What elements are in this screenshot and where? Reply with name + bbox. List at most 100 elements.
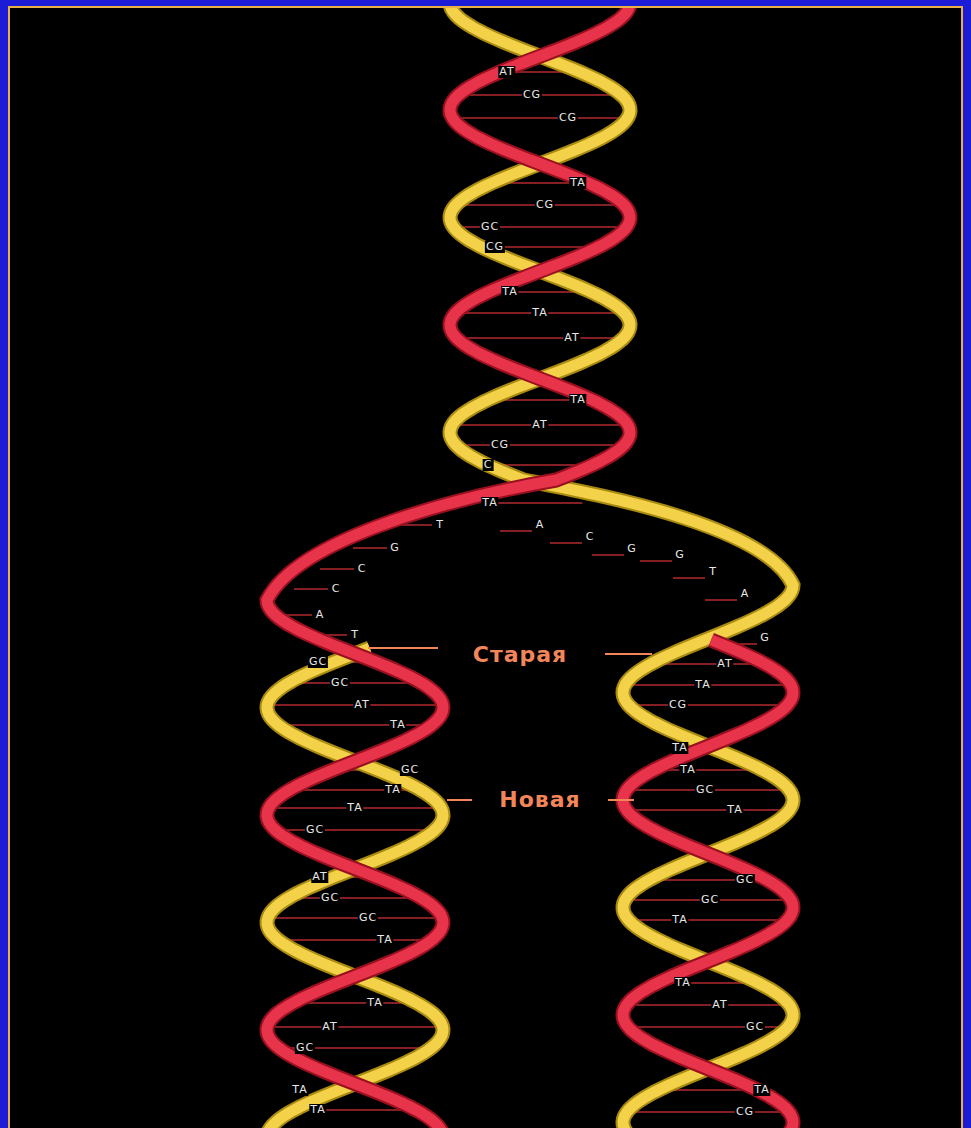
base-letter: GC (308, 656, 328, 668)
base-pair-bond (627, 1004, 790, 1006)
base-pair-bond (627, 809, 790, 811)
base-pair-bond (640, 560, 672, 562)
base-letter: TA (481, 497, 498, 509)
base-pair-bond (353, 547, 387, 549)
base-letter: A (535, 519, 546, 531)
base-pair-bond (592, 554, 624, 556)
strand-label: Новая (495, 787, 584, 813)
base-letter: AT (498, 66, 515, 78)
base-letter: GC (320, 892, 340, 904)
base-letter: C (357, 563, 368, 575)
base-pair-bond (498, 502, 583, 504)
base-letter: AT (716, 658, 733, 670)
base-letter: TA (291, 1084, 308, 1096)
base-letter: TA (376, 934, 393, 946)
base-pair-bond (452, 117, 627, 119)
base-letter: G (389, 542, 401, 554)
base-letter: GC (480, 221, 500, 233)
base-letter: GC (330, 677, 350, 689)
dna-strand (267, 8, 630, 1128)
base-letter: GC (295, 1042, 315, 1054)
base-letter: A (740, 588, 751, 600)
base-letter: CG (735, 1106, 755, 1118)
base-letter: CG (522, 89, 542, 101)
base-letter: TA (389, 719, 406, 731)
base-letter: AT (531, 419, 548, 431)
strand-edge (450, 8, 793, 1128)
base-letter: CG (490, 439, 510, 451)
base-letter: CG (668, 699, 688, 711)
base-pair-bond (629, 919, 788, 921)
base-letter: AT (321, 1021, 338, 1033)
base-pair-bond (673, 577, 705, 579)
black-panel: ATCGCGTACGGCCGTATAATTAATCGCTATGCCATACGGT… (10, 8, 961, 1128)
leader-line (447, 799, 472, 801)
base-pair-bond (456, 337, 623, 339)
base-letter: CG (558, 112, 578, 124)
base-letter: TA (501, 286, 518, 298)
leader-line (368, 647, 438, 649)
dna-strand (450, 8, 793, 1128)
base-pair-bond (293, 1002, 417, 1004)
base-letter: TA (569, 394, 586, 406)
base-pair-bond (275, 829, 434, 831)
base-pair-bond (278, 939, 431, 941)
base-letter: AT (353, 699, 370, 711)
base-letter: G (626, 543, 638, 555)
base-letter: TA (671, 914, 688, 926)
base-letter: TA (753, 1084, 770, 1096)
base-letter: TA (726, 804, 743, 816)
base-letter: TA (674, 977, 691, 989)
base-letter: TA (366, 997, 383, 1009)
base-letter: C (585, 531, 596, 543)
base-letter: TA (309, 1104, 326, 1116)
base-letter: TA (679, 764, 696, 776)
base-letter: AT (311, 871, 328, 883)
base-letter: G (674, 549, 686, 561)
strand-edge (623, 640, 793, 1128)
base-pair-bond (705, 599, 737, 601)
base-pair-bond (278, 724, 431, 726)
base-pair-bond (456, 444, 624, 446)
base-letter: CG (485, 241, 505, 253)
base-pair-bond (268, 917, 442, 919)
base-pair-bond (289, 682, 422, 684)
base-letter: TA (531, 307, 548, 319)
dna-strand (623, 640, 793, 1128)
base-letter: A (315, 609, 326, 621)
base-letter: CG (535, 199, 555, 211)
base-letter: AT (711, 999, 728, 1011)
base-letter: GC (400, 764, 420, 776)
leader-line (605, 653, 652, 655)
base-letter: T (708, 566, 718, 578)
base-pair-bond (629, 704, 788, 706)
base-letter: GC (358, 912, 378, 924)
base-letter: C (331, 583, 342, 595)
base-pair-bond (500, 530, 532, 532)
base-pair-bond (294, 588, 328, 590)
base-letter: GC (745, 1021, 765, 1033)
base-pair-bond (627, 1111, 789, 1113)
base-letter: GC (735, 874, 755, 886)
base-letter: T (350, 629, 360, 641)
strand-label: Старая (469, 642, 571, 668)
base-letter: T (435, 519, 445, 531)
base-letter: C (483, 459, 494, 471)
base-letter: TA (569, 177, 586, 189)
base-letter: TA (384, 784, 401, 796)
base-letter: GC (700, 894, 720, 906)
dna-illustration (10, 8, 961, 1128)
base-letter: TA (671, 742, 688, 754)
base-letter: AT (563, 332, 580, 344)
base-pair-bond (267, 1026, 442, 1028)
base-pair-bond (289, 897, 422, 899)
base-letter: GC (695, 784, 715, 796)
strand-edge (267, 8, 630, 1128)
leader-line (608, 799, 634, 801)
base-letter: TA (346, 802, 363, 814)
base-letter: G (759, 632, 771, 644)
base-letter: GC (305, 824, 325, 836)
base-pair-bond (550, 542, 582, 544)
base-pair-bond (320, 568, 354, 570)
base-letter: TA (694, 679, 711, 691)
